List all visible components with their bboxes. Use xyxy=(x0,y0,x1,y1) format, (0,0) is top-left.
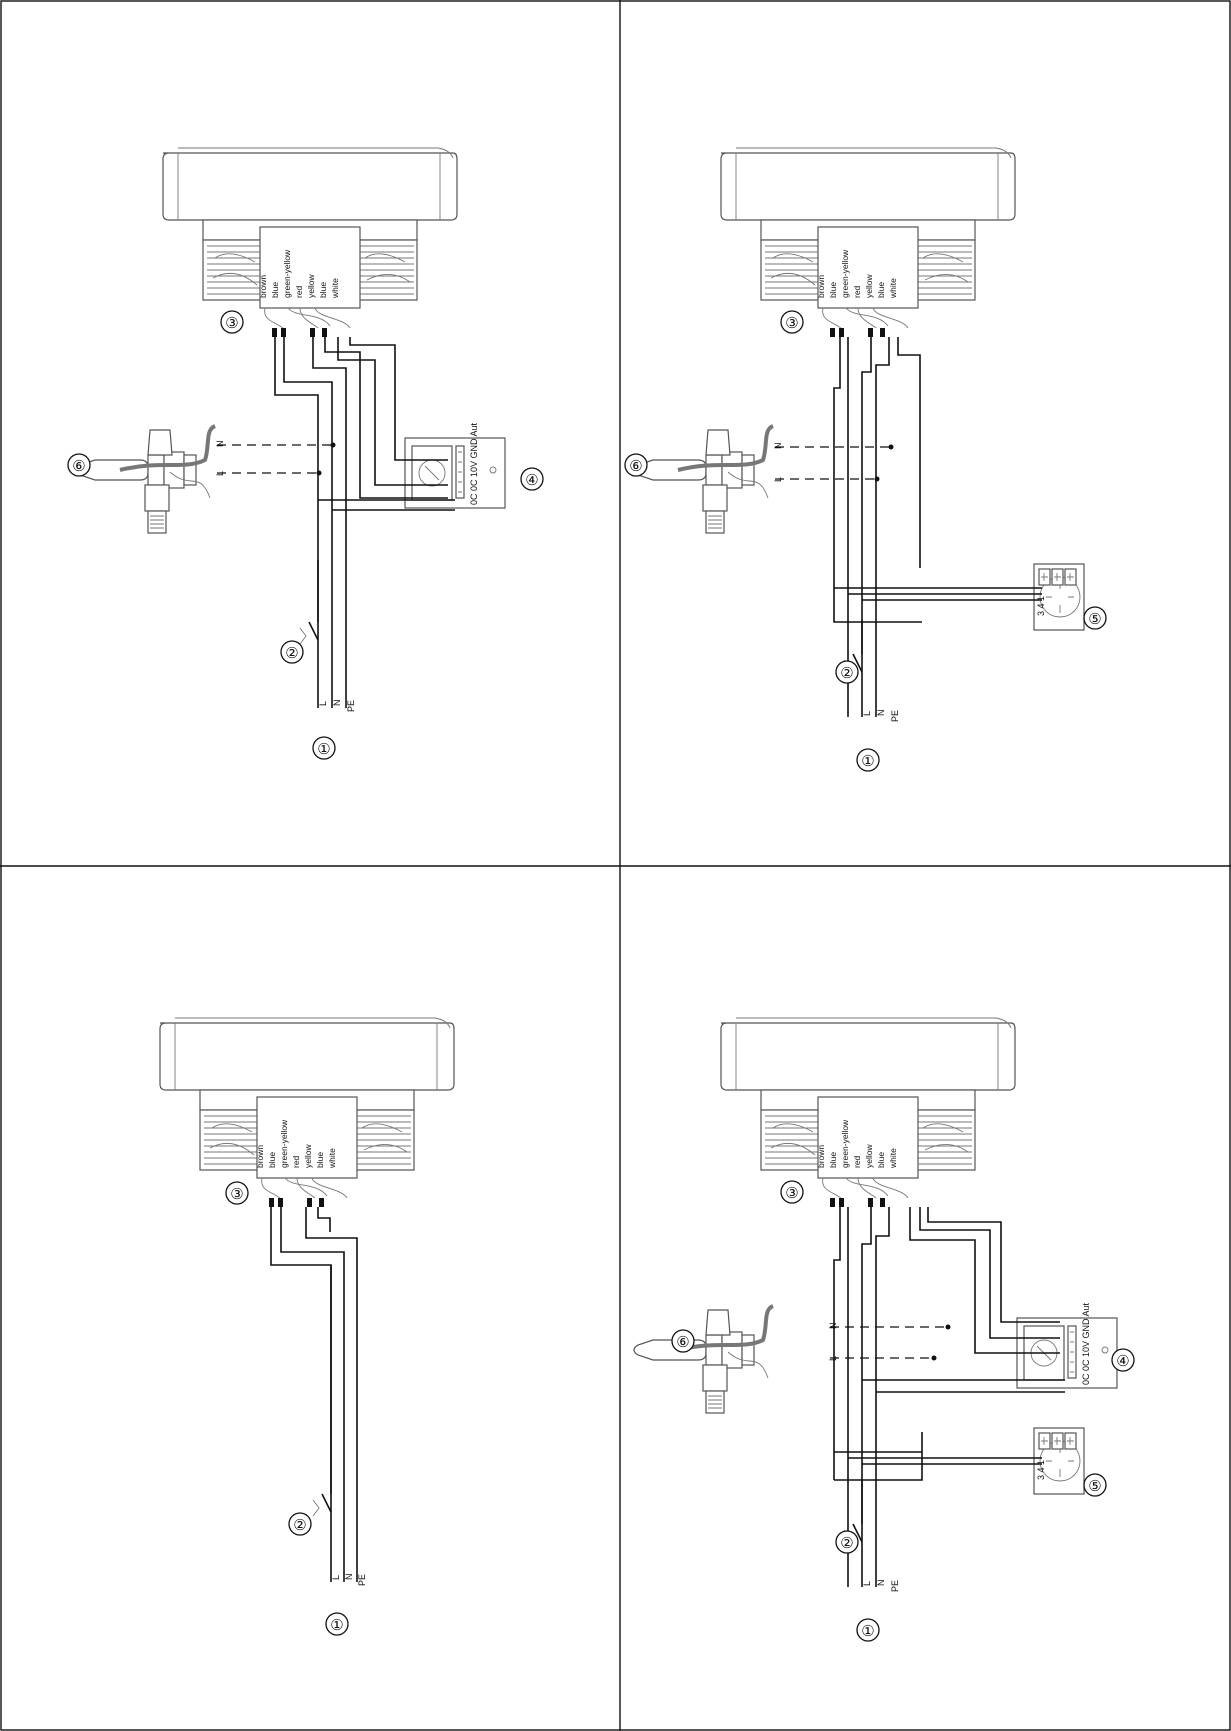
mains-switch xyxy=(852,620,863,673)
thermostatic-valve xyxy=(632,424,775,535)
heater-unit xyxy=(720,1017,1016,1208)
mains-switch xyxy=(852,1480,863,1543)
thermostatic-valve xyxy=(632,1304,775,1415)
supply-label-n: N xyxy=(876,710,886,717)
marker-6: ⑥ xyxy=(72,458,85,475)
panel-bottom-right: brown blue green-yellow red yellow blue … xyxy=(632,1017,1135,1642)
marker-3: ③ xyxy=(785,1185,798,1202)
supply-label-l: L xyxy=(318,701,328,706)
marker-2: ② xyxy=(840,1535,853,1552)
marker-6: ⑥ xyxy=(676,1334,689,1351)
supply-label-pe: PE xyxy=(890,1580,900,1592)
valve-label-l: L xyxy=(773,477,783,482)
valve-label-l: L xyxy=(215,471,225,476)
supply-label-l: L xyxy=(862,1581,872,1586)
marker-6: ⑥ xyxy=(629,458,642,475)
valve-label-n: N xyxy=(773,443,783,450)
marker-3: ③ xyxy=(785,315,798,332)
marker-4: ④ xyxy=(525,472,538,489)
marker-1: ① xyxy=(330,1617,343,1634)
valve-label-l: L xyxy=(828,1356,838,1361)
marker-1: ① xyxy=(317,741,330,758)
marker-5: ⑤ xyxy=(1088,1478,1101,1495)
marker-3: ③ xyxy=(225,315,238,332)
heater-unit xyxy=(720,147,1016,338)
supply-label-n: N xyxy=(344,1574,354,1581)
thermostatic-valve xyxy=(74,424,217,535)
heater-unit xyxy=(159,1017,455,1208)
supply-label-l: L xyxy=(862,711,872,716)
marker-5: ⑤ xyxy=(1088,611,1101,628)
wire-bundle xyxy=(833,1207,1065,1587)
marker-2: ② xyxy=(293,1517,306,1534)
panel-top-left: brown blue green-yellow red yellow blue … xyxy=(67,147,544,760)
wire-bundle xyxy=(270,1207,358,1582)
wire-label-list: brown blue green-yellow red yellow blue … xyxy=(255,1117,337,1169)
supply-label-pe: PE xyxy=(346,700,356,712)
mains-switch xyxy=(321,1265,332,1513)
marker-1: ① xyxy=(861,1623,874,1640)
mains-switch xyxy=(308,560,319,641)
marker-2: ② xyxy=(285,645,298,662)
thermostat-terminal-labels: 3 4 1 xyxy=(1036,596,1046,616)
supply-label-pe: PE xyxy=(890,710,900,722)
thermostat-terminal-labels: 3 4 1 xyxy=(1036,1460,1046,1480)
wire-label-list: brown blue green-yellow red yellow blue … xyxy=(816,247,898,299)
supply-label-l: L xyxy=(331,1575,341,1580)
supply-label-pe: PE xyxy=(357,1574,367,1586)
marker-4: ④ xyxy=(1116,1353,1129,1370)
heater-unit xyxy=(162,147,458,338)
wire-bundle xyxy=(833,337,1042,717)
marker-1: ① xyxy=(861,753,874,770)
panel-bottom-left: brown blue green-yellow red yellow blue … xyxy=(159,1017,455,1636)
marker-3: ③ xyxy=(230,1186,243,1203)
marker-2: ② xyxy=(840,665,853,682)
valve-label-n: N xyxy=(215,441,225,448)
controller-terminal-labels: 0C 0C 10V GND Aut xyxy=(1081,1302,1091,1385)
wire-label-list: brown blue green-yellow red yellow blue … xyxy=(258,247,340,299)
valve-label-n: N xyxy=(828,1323,838,1330)
supply-label-n: N xyxy=(332,700,342,707)
wire-bundle xyxy=(274,337,455,708)
wire-label-list: brown blue green-yellow red yellow blue … xyxy=(816,1117,898,1169)
supply-label-n: N xyxy=(876,1580,886,1587)
controller-terminal-labels: 0C 0C 10V GND Aut xyxy=(469,422,479,505)
panel-top-right: brown blue green-yellow red yellow blue … xyxy=(624,147,1107,772)
